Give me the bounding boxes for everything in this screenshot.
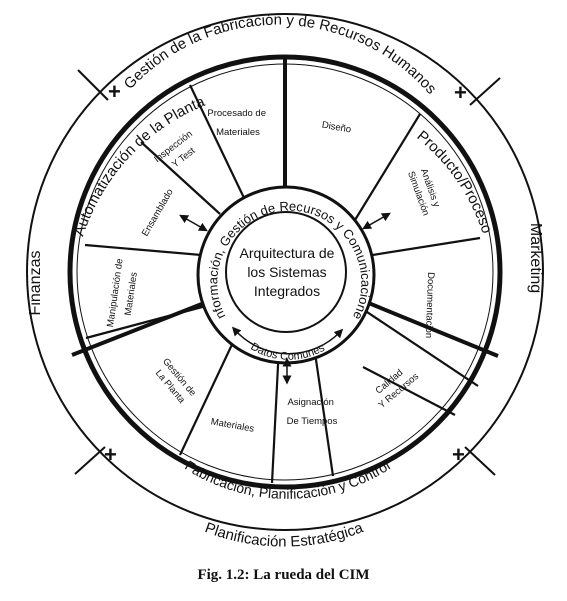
segment-analisis: Análisis y Simulación (405, 165, 443, 217)
segment-asignacion: Asignación De Tiempos (287, 397, 338, 427)
plus-mark-top-left: + (108, 79, 121, 104)
connector-arrows (179, 212, 391, 385)
segment-diseno: Diseño (321, 120, 352, 136)
plus-mark-top-right: + (454, 80, 467, 105)
plus-mark-bottom-left: + (104, 442, 117, 467)
segment-procesado: Procesado de Materiales (207, 108, 268, 138)
sector-label-bottom: Fabricación, Planificación y Control (182, 457, 392, 502)
center-label: Arquitectura de los Sistemas Integrados (240, 245, 335, 299)
figure-caption: Fig. 1.2: La rueda del CIM (197, 567, 370, 583)
segment-materiales-bottom: Materiales (210, 416, 255, 434)
segment-calidad: Calidad Y Recursos (368, 361, 421, 411)
center-line-2: los Sistemas (247, 264, 326, 280)
outer-ring (26, 13, 544, 531)
segment-dividers (84, 62, 481, 484)
center-line-3: Integrados (254, 283, 320, 299)
outer-band-dividers (74, 69, 501, 476)
segment-manipulacion: Manipulación de Materiales (105, 255, 142, 330)
plus-marks: + + + + (104, 79, 467, 467)
center-line-1: Arquitectura de (240, 245, 335, 261)
segment-documentacion: Documentación (423, 272, 436, 338)
outer-label-right: Marketing (527, 223, 544, 293)
cim-wheel-diagram: + + + + Gestión de la Fabricación y de R… (0, 0, 544, 551)
segment-gestion-planta: Gestión de La Planta (150, 356, 200, 409)
sector-boundaries (71, 56, 499, 358)
outer-label-left: Finanzas (27, 251, 44, 316)
segment-ensamblado: Ensamblado (140, 187, 176, 238)
plus-mark-bottom-right: + (452, 442, 465, 467)
